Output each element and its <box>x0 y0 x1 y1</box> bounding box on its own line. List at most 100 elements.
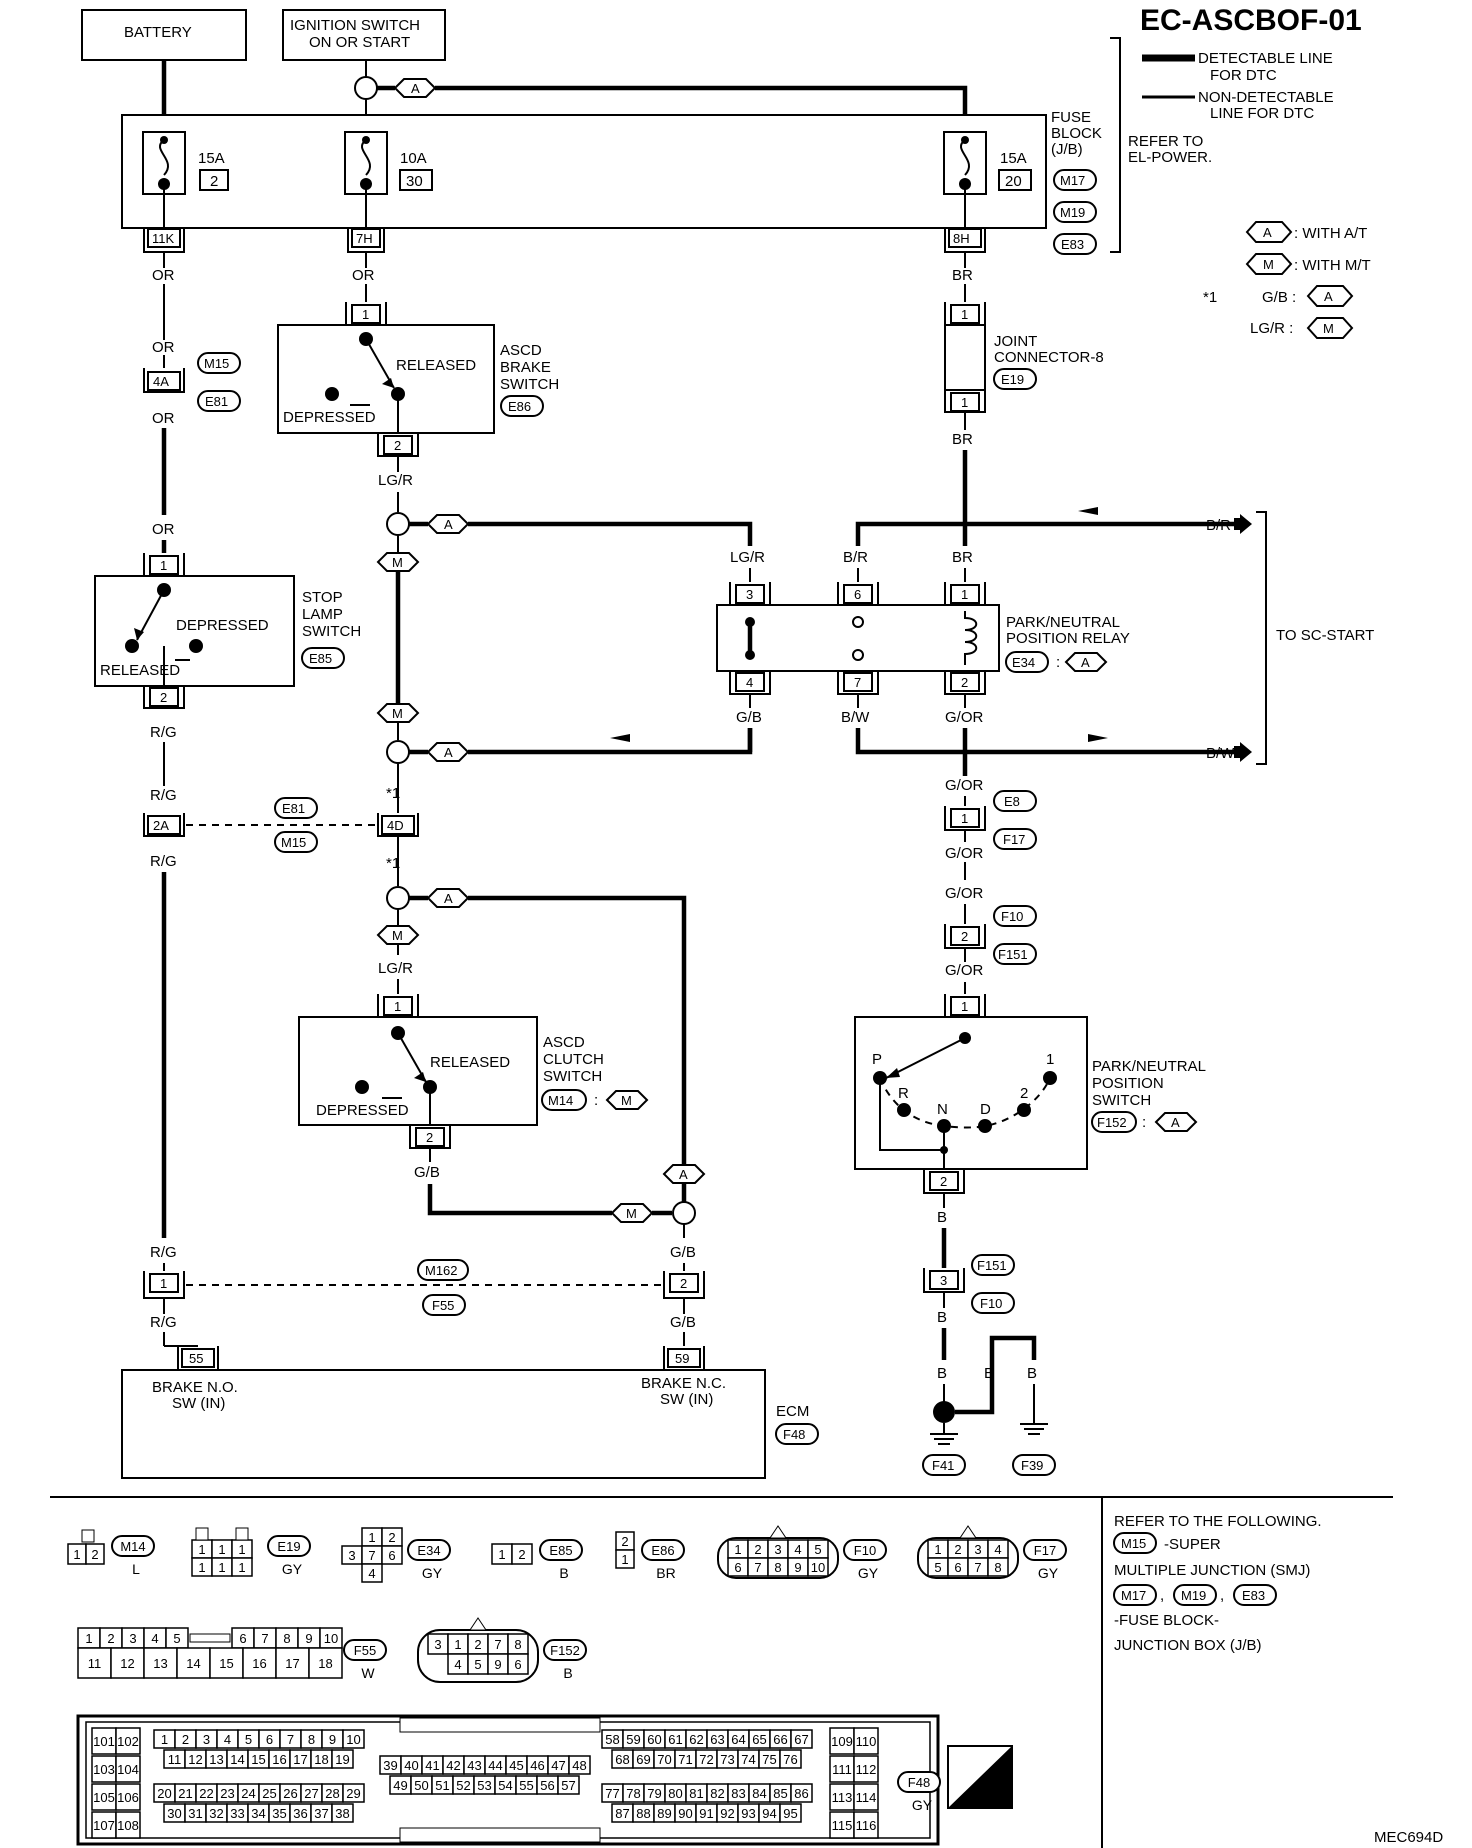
fuse-block <box>121 114 1047 229</box>
ascd-clutch-switch: 1 RELEASED DEPRESSED 2 ASCD CLUTCH SWITC… <box>298 994 649 1149</box>
svg-text:RELEASED: RELEASED <box>396 357 476 374</box>
svg-text:BRAKE N.C.: BRAKE N.C. <box>641 1375 726 1392</box>
svg-text:A: A <box>1263 225 1272 240</box>
to-sc-start: TO SC-START <box>1276 627 1374 644</box>
svg-text:M: M <box>392 706 403 721</box>
e86-pin-label: 1 <box>621 1552 628 1567</box>
svg-text::: : <box>1056 654 1060 671</box>
f55-pin-label: 2 <box>107 1631 114 1646</box>
e19-pin <box>231 1557 253 1577</box>
ecm-pin-label: 4 <box>224 1732 231 1747</box>
ecm-pin <box>331 1749 354 1769</box>
ecm-pin <box>790 1729 813 1749</box>
f152-pin-label: 3 <box>434 1637 441 1652</box>
ecm-pin <box>568 1755 591 1775</box>
wire-or-5: OR <box>352 267 375 284</box>
f55-pin-label: 9 <box>305 1631 312 1646</box>
ecm-pin-label: 20 <box>157 1786 171 1801</box>
wire-or-1: OR <box>152 267 175 284</box>
ecm-pin-label: 1 <box>161 1732 168 1747</box>
ecm-pin-label: 110 <box>856 1734 877 1749</box>
ecm-pin-label: 13 <box>209 1752 223 1767</box>
ecm-pin-label: 23 <box>220 1786 234 1801</box>
conn-tag-M14 <box>111 1535 155 1557</box>
ecm-pin-label: 113 <box>832 1790 853 1805</box>
svg-text:1: 1 <box>1046 1051 1054 1068</box>
svg-text:A: A <box>444 517 453 532</box>
svg-text:(J/B): (J/B) <box>1051 141 1083 158</box>
ecm-pin-label: 56 <box>540 1778 554 1793</box>
f152-pin <box>507 1653 529 1675</box>
ecm-pin <box>115 1783 141 1811</box>
ground-f41: F41 <box>922 1423 966 1476</box>
ecm: 55 59 BRAKE N.O. SW (IN) BRAKE N.C. SW (… <box>121 1345 819 1479</box>
conn-tag-F10-label: F10 <box>854 1543 876 1558</box>
ecm-pin-label: 6 <box>266 1732 273 1747</box>
svg-text:1: 1 <box>961 999 968 1014</box>
svg-text:E8: E8 <box>1004 794 1020 809</box>
svg-text:DEPRESSED: DEPRESSED <box>176 617 269 634</box>
ecm-pin <box>115 1811 141 1839</box>
ecm-pin-label: 12 <box>188 1752 202 1767</box>
ecm-pin-label: 68 <box>615 1752 629 1767</box>
conn-tag-E85 <box>539 1539 583 1561</box>
f55-pin-label: 10 <box>324 1631 338 1646</box>
svg-text:3: 3 <box>746 587 753 602</box>
ecm-pin-label: 36 <box>293 1806 307 1821</box>
ignition-box <box>282 9 446 61</box>
ecm-pin-label: 26 <box>283 1786 297 1801</box>
ecm-pin-label: 90 <box>678 1806 692 1821</box>
ecm-pin-label: 109 <box>831 1734 853 1749</box>
m14-pin <box>85 1543 105 1565</box>
svg-text:M17: M17 <box>1121 1588 1146 1603</box>
svg-text:2: 2 <box>961 675 968 690</box>
svg-text:2: 2 <box>210 173 218 190</box>
f55-pin-label: 14 <box>186 1656 200 1671</box>
star-2: *1 <box>386 855 400 872</box>
ecm-pin-label: 63 <box>710 1732 724 1747</box>
wire-rg-5: R/G <box>150 1314 177 1331</box>
conn-tag-F55-label: F55 <box>354 1643 376 1658</box>
svg-text:M: M <box>621 1093 632 1108</box>
f17-pin-label: 5 <box>934 1560 941 1575</box>
ecm-pin-label: 55 <box>519 1778 533 1793</box>
svg-text:M15: M15 <box>1121 1536 1146 1551</box>
ecm-pin <box>853 1783 879 1811</box>
wire-gor-5: G/OR <box>945 962 984 979</box>
ecm-pin-label: 8 <box>308 1732 315 1747</box>
legend-gb: G/B : <box>1262 289 1296 306</box>
svg-text:E81: E81 <box>205 394 228 409</box>
ecm-pin <box>829 1755 855 1783</box>
svg-text:F151: F151 <box>977 1258 1007 1273</box>
joint-e8: 1 E8 F17 <box>944 790 1037 850</box>
e34-pin <box>381 1545 403 1565</box>
conn-color-F55: W <box>361 1665 375 1681</box>
ecm-pin-label: 42 <box>446 1758 460 1773</box>
ecm-pin-label: 21 <box>178 1786 192 1801</box>
svg-text:M: M <box>392 555 403 570</box>
svg-text::: : <box>594 1092 598 1109</box>
e19-pin-label: 1 <box>238 1542 245 1557</box>
svg-text:A: A <box>444 745 453 760</box>
e34-pin-label: 6 <box>388 1548 395 1563</box>
svg-text:F39: F39 <box>1021 1458 1043 1473</box>
ecm-pin-label: 27 <box>304 1786 318 1801</box>
svg-text:F48: F48 <box>783 1427 805 1442</box>
legend-star: *1 <box>1203 289 1217 306</box>
conn-color-F10: GY <box>858 1565 879 1581</box>
conn-tag-E86-label: E86 <box>651 1543 674 1558</box>
svg-text:30: 30 <box>406 173 423 190</box>
conn-color-F17: GY <box>1038 1565 1059 1581</box>
ecm-pin-label: 80 <box>668 1786 682 1801</box>
svg-text:E19: E19 <box>1001 372 1024 387</box>
ecm-pin-label: 40 <box>404 1758 418 1773</box>
wire-gor-4: G/OR <box>945 885 984 902</box>
svg-text:1: 1 <box>961 307 968 322</box>
wire-gb-4: G/B <box>736 709 762 726</box>
ecm-pin-label: 60 <box>647 1732 661 1747</box>
svg-text:6: 6 <box>854 587 861 602</box>
conn-tag-E34 <box>407 1539 451 1561</box>
f152-pin-label: 7 <box>494 1637 501 1652</box>
svg-text:F10: F10 <box>1001 909 1023 924</box>
ecm-pin-label: 79 <box>647 1786 661 1801</box>
